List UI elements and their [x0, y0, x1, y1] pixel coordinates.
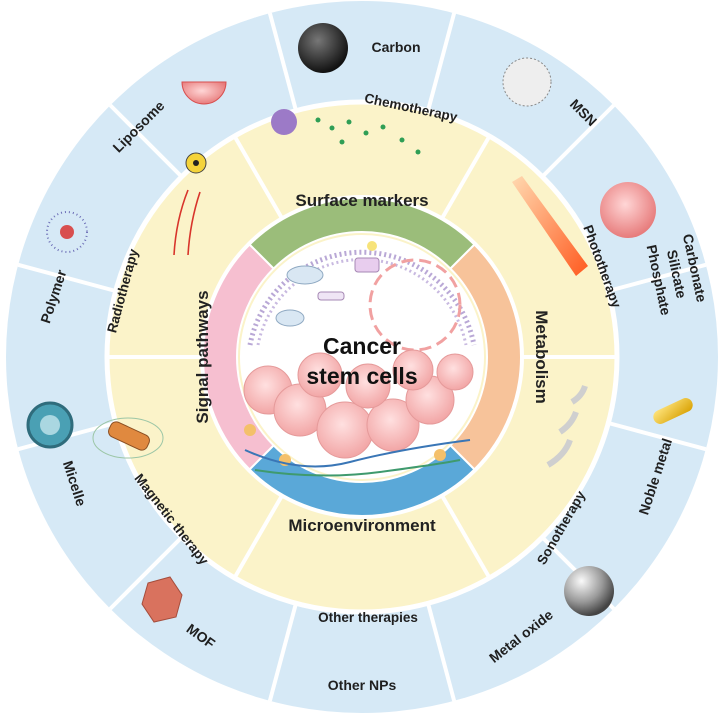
- middle-segment-divider: [440, 135, 492, 220]
- metal-oxide-nanoparticle-icon: [564, 566, 614, 616]
- outer-segment-divider: [108, 535, 184, 611]
- outer-segment-divider: [426, 12, 457, 112]
- therapy-icons: [92, 109, 588, 468]
- label-signal-pathways: Signal pathways: [193, 290, 212, 423]
- drug-dots-icon: [315, 117, 421, 155]
- middle-segment-divider: [440, 494, 492, 579]
- outer-segment-divider: [17, 262, 117, 293]
- ring-border: [200, 195, 524, 519]
- tumor-cells: [243, 349, 474, 477]
- msn-nanoparticle-icon: [502, 57, 552, 107]
- outer-segment-divider: [108, 103, 184, 179]
- carbonate-nanoparticle-icon: [600, 182, 656, 238]
- label-microenvironment: Microenvironment: [288, 516, 436, 535]
- outer-segment-divider: [267, 602, 298, 702]
- label-surface-markers: Surface markers: [295, 191, 428, 210]
- middle-segment-divider: [232, 494, 284, 579]
- center-title-line1: Cancer: [323, 333, 401, 359]
- carbon-nanoparticle-icon: [298, 23, 348, 73]
- ultrasound-wave-icon: [546, 385, 588, 468]
- nanoparticle-icons: [26, 23, 693, 623]
- mof-crystal-icon: [141, 576, 183, 623]
- laser-beam-icon: [512, 176, 588, 276]
- outer-segment-divider: [607, 262, 707, 293]
- label-metabolism: Metabolism: [532, 310, 551, 404]
- polymer-nanoparticle-icon: [46, 211, 88, 253]
- outer-segment-divider: [426, 602, 457, 702]
- inner-band-labels: Surface markers Metabolism Microenvironm…: [193, 191, 551, 535]
- label-other-therapies: Other therapies: [318, 610, 418, 625]
- center-title-line2: stem cells: [306, 363, 417, 389]
- radiation-icon: [173, 152, 207, 256]
- ring-border: [104, 99, 620, 615]
- cancer-stem-cell-illustration: Cancer stem cells: [240, 235, 484, 479]
- middle-segment-divider: [232, 135, 284, 220]
- drug-carrier-icon: [271, 109, 297, 135]
- liposome-icon: [181, 81, 227, 105]
- outer-segment-divider: [540, 103, 616, 179]
- electromagnetic-coil-icon: [92, 417, 164, 459]
- label-carbon: Carbon: [372, 39, 421, 55]
- outer-segment-divider: [267, 12, 298, 112]
- label-other-nps: Other NPs: [328, 677, 397, 693]
- outer-segment-divider: [607, 421, 707, 452]
- gold-nanorod-icon: [653, 398, 693, 424]
